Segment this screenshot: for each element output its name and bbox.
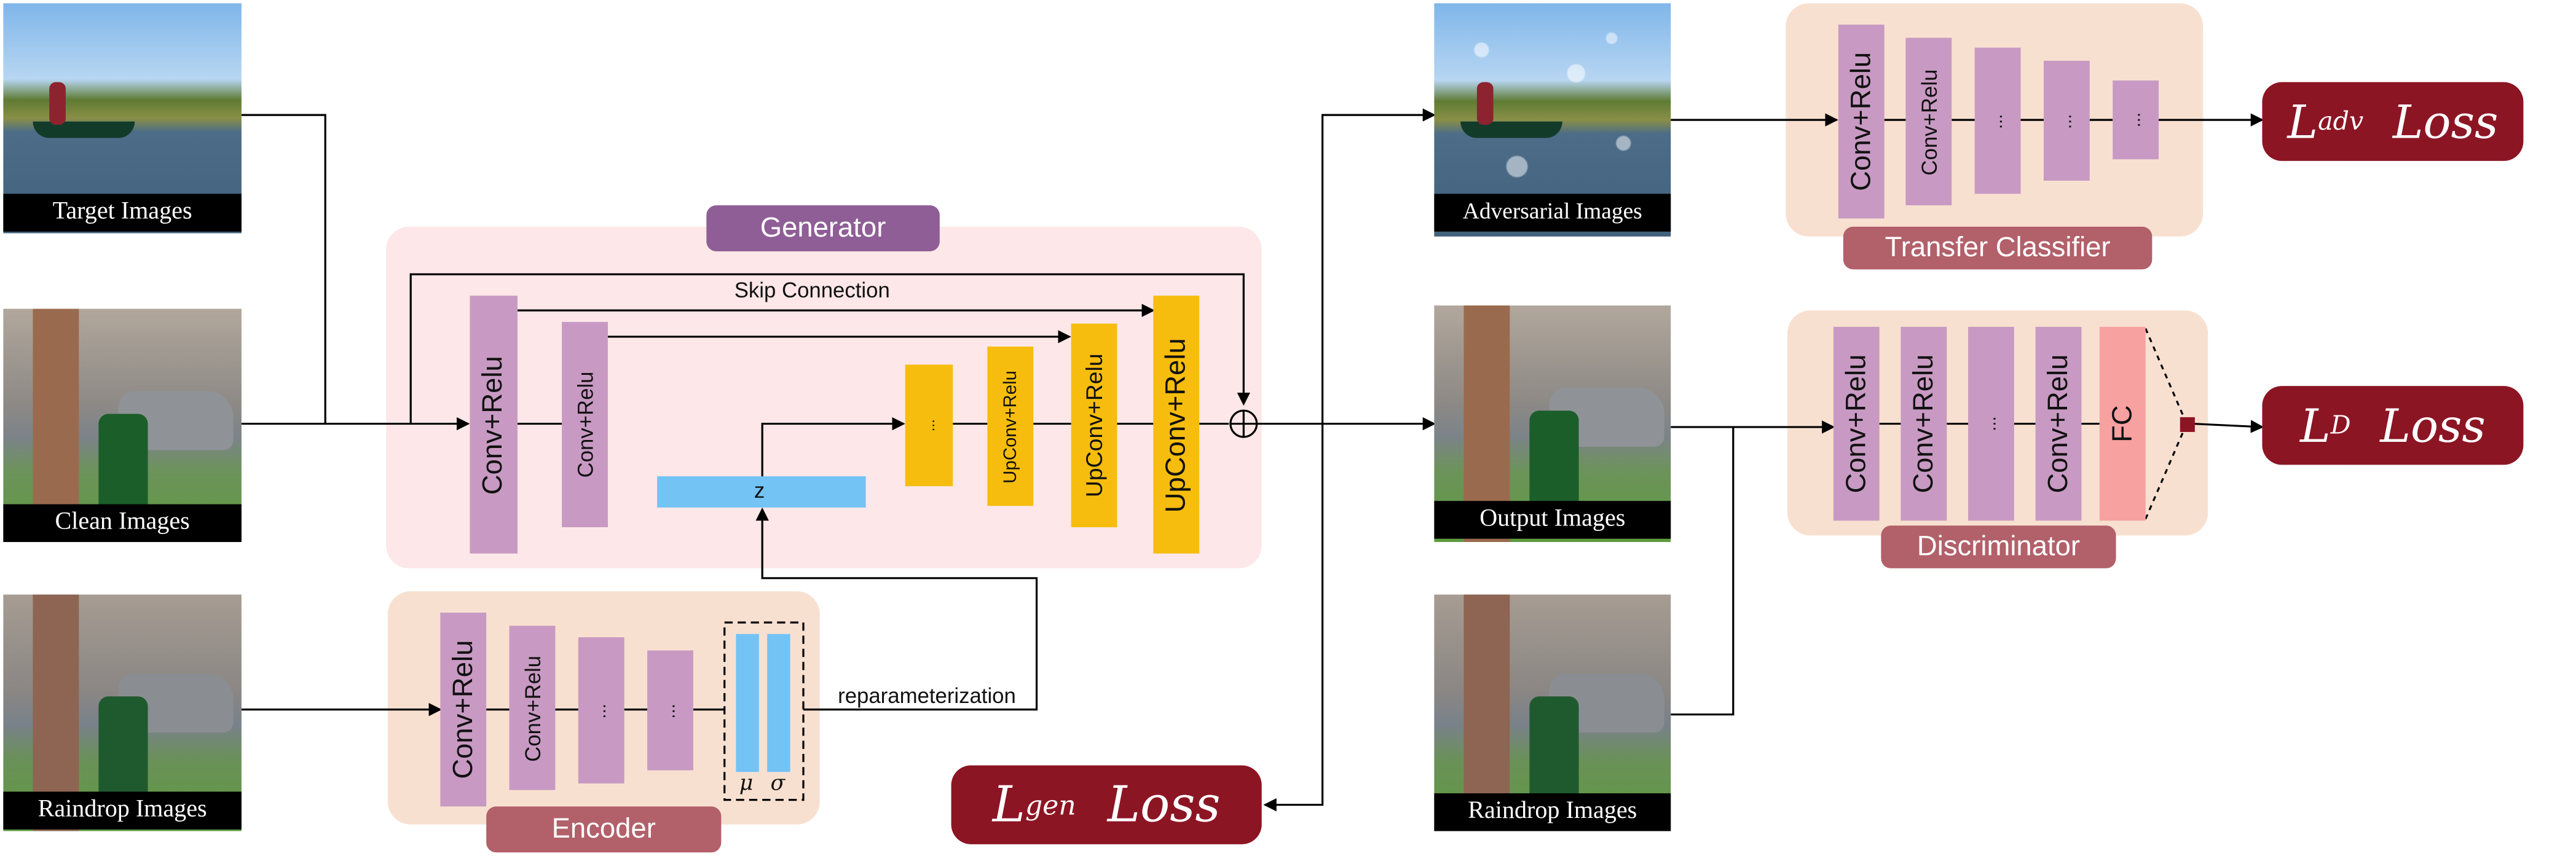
gen-loss-word: Loss [1107,776,1221,834]
adv-loss-symbol: L [2287,94,2318,149]
classifier-title: Transfer Classifier [1843,226,2153,270]
graffiti-pole-shape [1463,594,1510,831]
encoder-conv-2: Conv+Relu [509,626,556,790]
discriminator-conv-1: Conv+Relu [1833,326,1880,521]
latent-z-bar [657,476,866,508]
gen-loss-subscript: gen [1025,789,1076,821]
clean-images-caption: Clean Images [3,504,242,543]
mu-bar [736,634,759,772]
target-images-caption: Target Images [3,194,242,232]
generator-upconv-2: UpConv+Relu [1071,323,1117,527]
reparameterization-label: reparameterization [838,683,1016,708]
raindrop-image-right [1434,594,1671,831]
adv-loss-word: Loss [2392,94,2499,149]
d-loss-subscript: D [2330,410,2351,441]
discriminator-conv-3: Conv+Relu [2035,326,2082,521]
generator-ellipsis: ... [905,364,953,487]
raindrop-images-caption-left: Raindrop Images [3,791,242,830]
discriminator-title: Discriminator [1881,525,2116,568]
classifier-ellipsis-2: ... [2043,60,2090,181]
encoder-ellipsis-2: ... [647,650,693,771]
generator-conv-1: Conv+Relu [470,296,518,554]
d-loss-word: Loss [2380,398,2486,453]
classifier-ellipsis-3: ... [2113,80,2159,160]
classifier-conv-2: Conv+Relu [1905,37,1952,206]
d-loss-symbol: L [2299,398,2331,453]
canoe-shape [33,121,135,138]
person-shape [49,82,66,125]
discriminator-conv-2: Conv+Relu [1900,326,1947,521]
gen-loss-symbol: L [992,776,1025,834]
mu-label: μ [739,772,754,797]
raindrop-images-caption-right: Raindrop Images [1434,793,1671,831]
generator-conv-2: Conv+Relu [562,321,608,527]
encoder-title: Encoder [486,806,722,853]
sigma-bar [767,634,790,772]
encoder-ellipsis-1: ... [578,637,624,783]
generator-upconv-1: UpConv+Relu [987,346,1034,506]
adv-loss-subscript: adv [2318,106,2364,136]
generator-title: Generator [706,205,940,251]
graffiti-pole-shape [33,308,79,543]
generator-upconv-3: UpConv+Relu [1153,296,1200,554]
classifier-ellipsis-1: ... [1974,47,2021,194]
encoder-conv-1: Conv+Relu [440,612,487,807]
classifier-conv-1: Conv+Relu [1838,25,1885,219]
adversarial-images-caption: Adversarial Images [1434,194,1671,232]
discriminator-ellipsis: ... [1968,326,2014,521]
latent-z-label: z [754,477,765,503]
skip-connection-label: Skip Connection [734,277,890,302]
output-images-caption: Output Images [1434,501,1671,539]
discriminator-fc: FC [2099,326,2146,521]
sigma-label: σ [770,772,786,797]
